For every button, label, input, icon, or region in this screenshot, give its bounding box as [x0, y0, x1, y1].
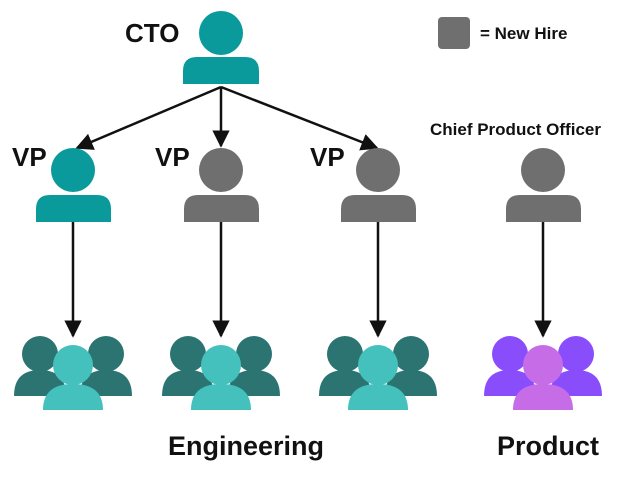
product-label: Product	[497, 431, 599, 461]
legend-label: = New Hire	[480, 24, 567, 43]
arrow-cto-vp3	[220, 85, 379, 151]
arrows	[64, 85, 552, 338]
vp1-person-icon	[36, 148, 111, 222]
engineering-team-icon-2	[162, 336, 280, 410]
cto-label: CTO	[125, 18, 179, 48]
cpo-person-icon	[506, 148, 581, 222]
cto-person-icon	[183, 11, 259, 84]
vp3-label: VP	[310, 142, 345, 172]
vp2-person-icon	[184, 148, 259, 222]
legend-swatch	[438, 17, 470, 49]
vp1-label: VP	[12, 142, 47, 172]
engineering-team-icon-1	[14, 336, 132, 410]
vp3-person-icon	[341, 148, 416, 222]
cpo-label: Chief Product Officer	[430, 120, 601, 139]
engineering-label: Engineering	[168, 431, 324, 461]
arrow-cto-vp1	[75, 85, 222, 150]
product-team-icon	[484, 336, 602, 410]
engineering-team-icon-3	[319, 336, 437, 410]
vp2-label: VP	[155, 142, 190, 172]
